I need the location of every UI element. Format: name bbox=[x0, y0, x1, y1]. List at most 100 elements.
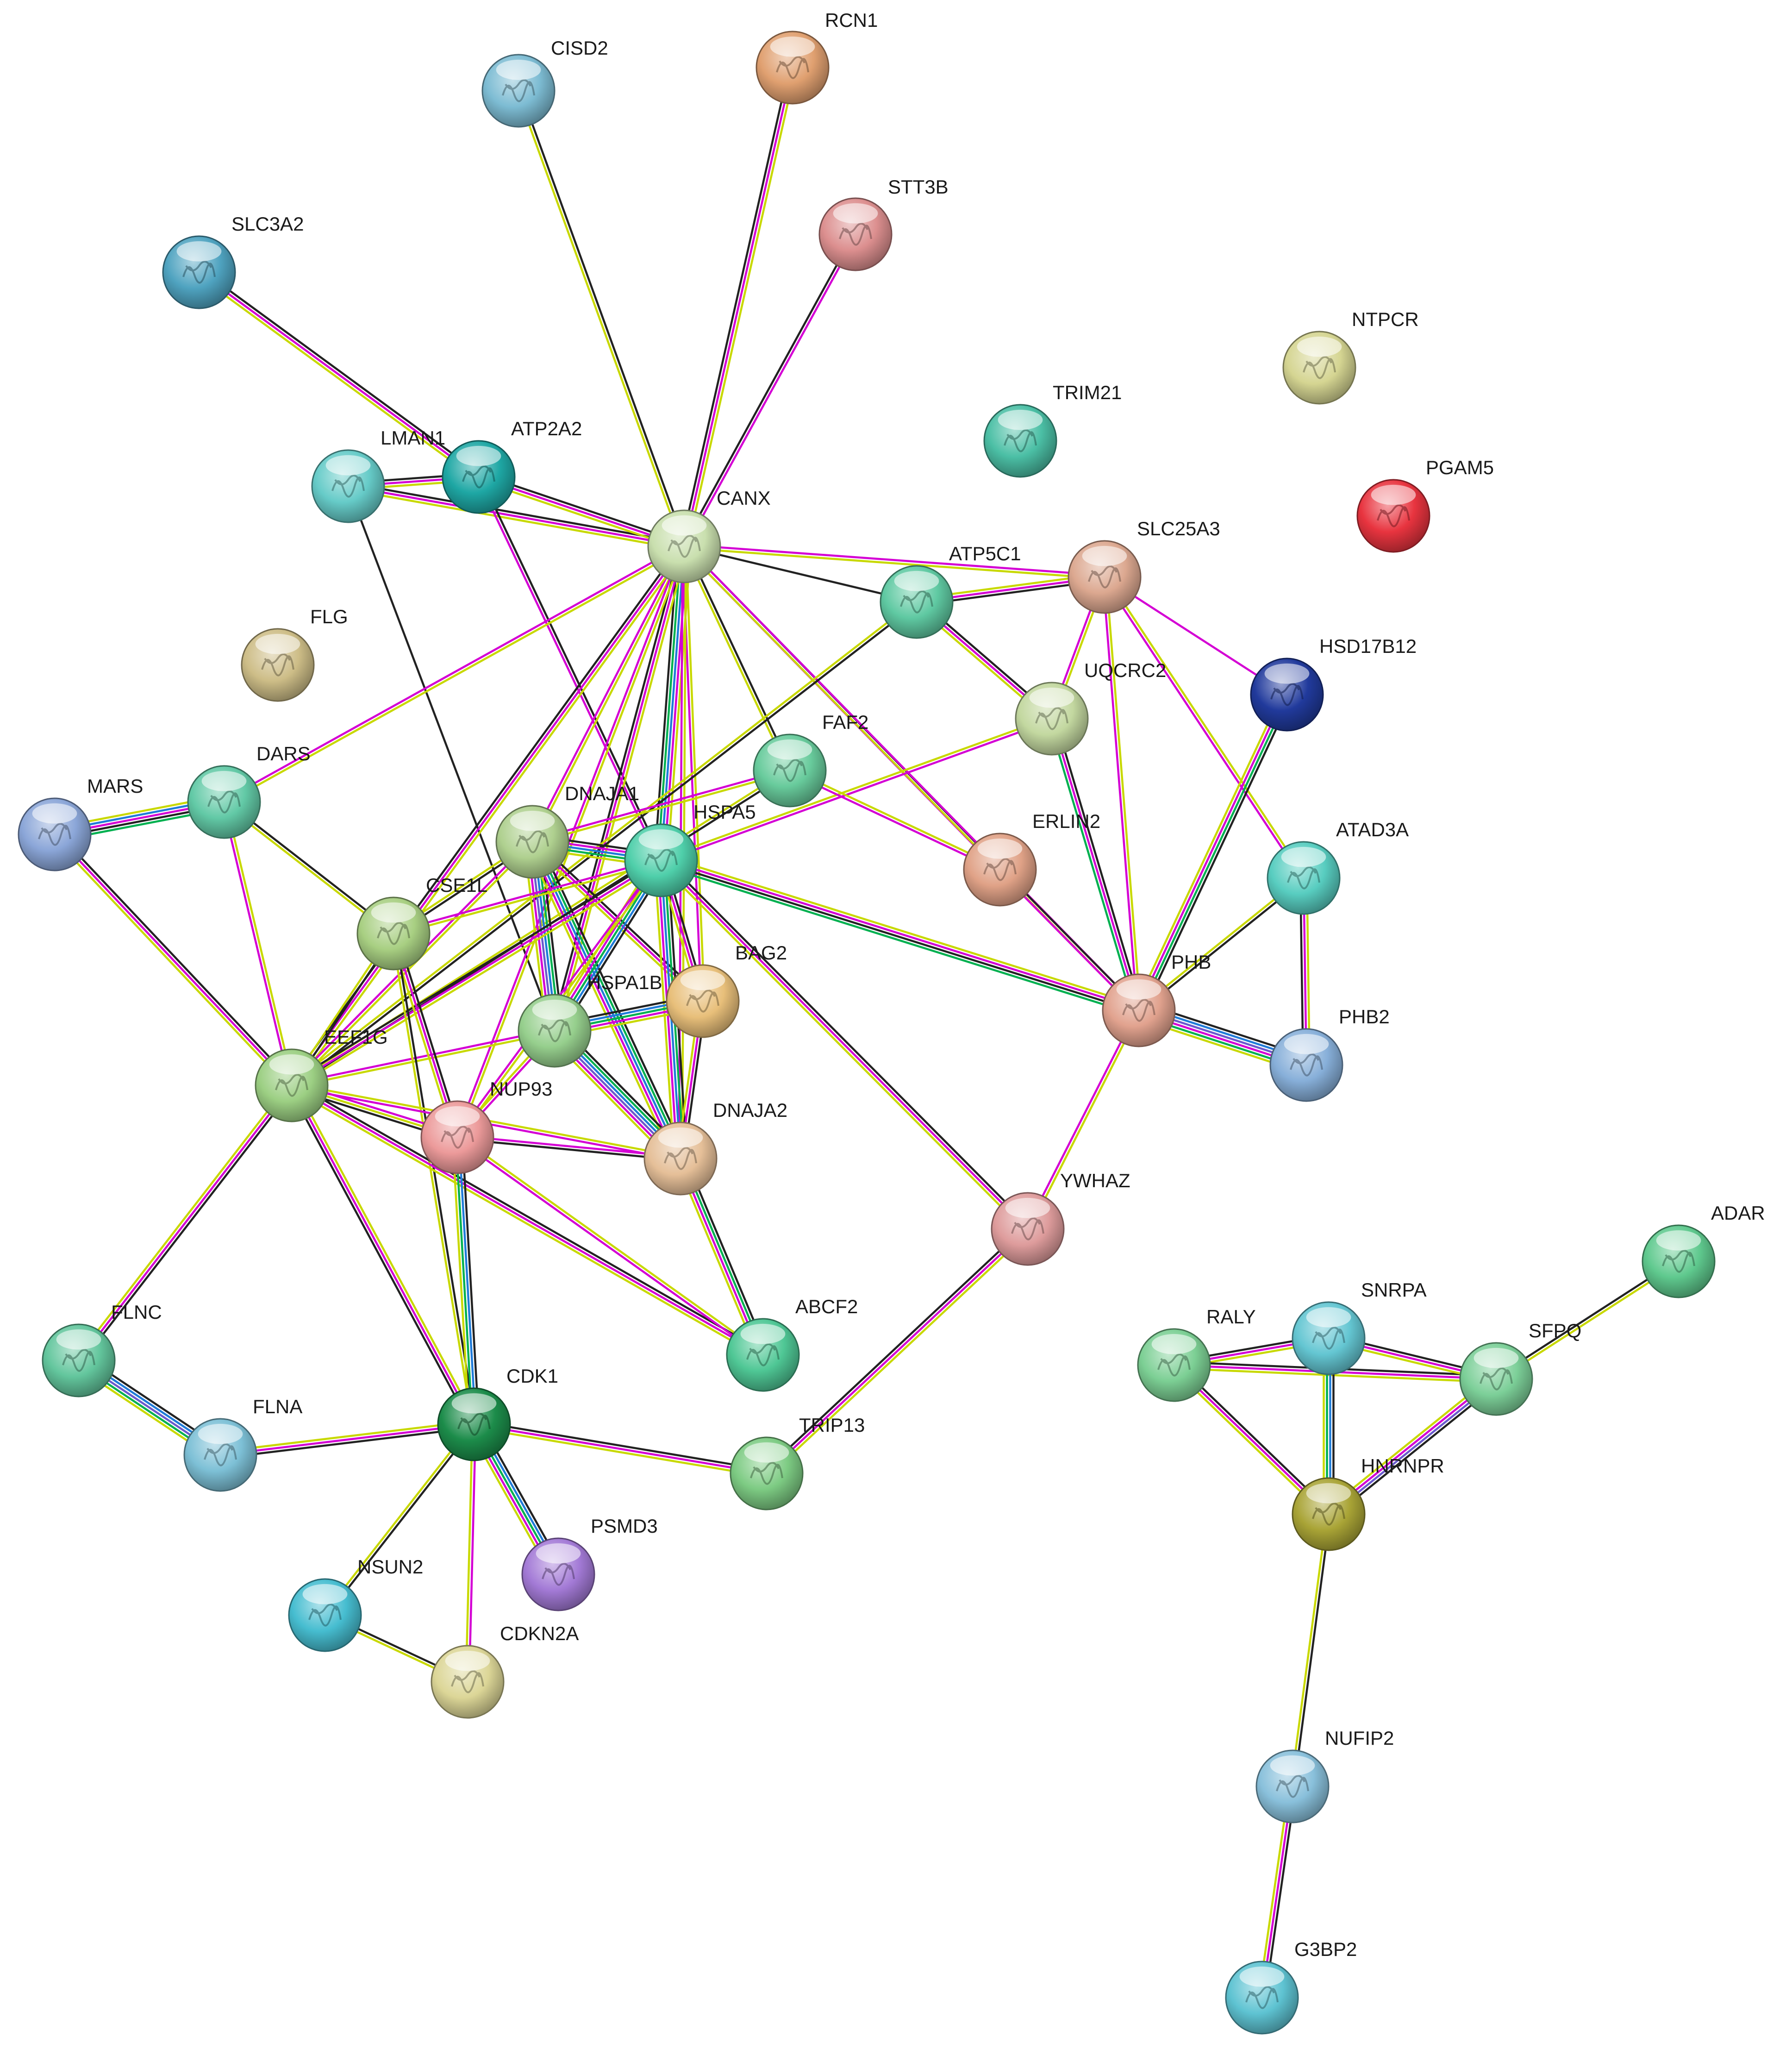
edge-strand bbox=[768, 1230, 1031, 1477]
node-hnrnpr[interactable]: HNRNPR bbox=[1292, 1455, 1444, 1551]
node-lman1[interactable]: LMAN1 bbox=[311, 427, 445, 523]
node-sfpq[interactable]: SFPQ bbox=[1459, 1320, 1581, 1416]
node-phb2[interactable]: PHB2 bbox=[1269, 1006, 1390, 1102]
node-cdk1[interactable]: CDK1 bbox=[437, 1365, 558, 1461]
node-atp5c1[interactable]: ATP5C1 bbox=[880, 543, 1021, 639]
node-abcf2[interactable]: ABCF2 bbox=[726, 1296, 858, 1392]
node-snrpa[interactable]: SNRPA bbox=[1292, 1279, 1427, 1375]
edge-strand bbox=[455, 1137, 763, 1358]
node-g3bp2[interactable]: G3BP2 bbox=[1225, 1938, 1357, 2035]
node-erlin2[interactable]: ERLIN2 bbox=[963, 810, 1100, 907]
node-mars[interactable]: MARS bbox=[18, 775, 143, 871]
sphere-highlight bbox=[894, 570, 939, 591]
node-label: NUP93 bbox=[490, 1078, 552, 1100]
node-cdkn2a[interactable]: CDKN2A bbox=[431, 1623, 579, 1719]
protein-structure-icon bbox=[462, 465, 495, 489]
sphere-highlight bbox=[255, 633, 300, 654]
sphere-highlight bbox=[1306, 1307, 1351, 1328]
node-pgam5[interactable]: PGAM5 bbox=[1356, 457, 1494, 553]
sphere-highlight bbox=[1371, 484, 1416, 505]
node-uqcrc2[interactable]: UQCRC2 bbox=[1015, 659, 1166, 756]
edge-HSPA5-CSE1L bbox=[392, 858, 663, 936]
node-label: NUFIP2 bbox=[1325, 1727, 1394, 1749]
edge-strand bbox=[683, 545, 918, 603]
sphere-highlight bbox=[32, 803, 77, 824]
node-trip13[interactable]: TRIP13 bbox=[730, 1414, 865, 1510]
edge-strand bbox=[293, 1083, 478, 1424]
node-adar[interactable]: ADAR bbox=[1642, 1202, 1765, 1298]
node-canx[interactable]: CANX bbox=[647, 487, 771, 583]
node-atp2a2[interactable]: ATP2A2 bbox=[442, 418, 582, 514]
node-flnc[interactable]: FLNC bbox=[42, 1301, 162, 1397]
protein-structure-icon bbox=[773, 759, 806, 782]
sphere-highlight bbox=[496, 59, 541, 80]
edge-strand bbox=[765, 1228, 1029, 1475]
node-slc3a2[interactable]: SLC3A2 bbox=[162, 213, 304, 309]
node-label: PSMD3 bbox=[591, 1515, 658, 1537]
node-flna[interactable]: FLNA bbox=[183, 1396, 302, 1492]
node-rcn1[interactable]: RCN1 bbox=[756, 9, 878, 105]
edge-strand bbox=[1133, 691, 1284, 1009]
node-hsd17b12[interactable]: HSD17B12 bbox=[1250, 635, 1417, 732]
sphere-highlight bbox=[1239, 1966, 1285, 1987]
node-label: RCN1 bbox=[825, 9, 878, 31]
protein-structure-icon bbox=[516, 830, 549, 853]
node-slc25a3[interactable]: SLC25A3 bbox=[1068, 518, 1220, 614]
node-psmd3[interactable]: PSMD3 bbox=[521, 1515, 658, 1611]
node-atad3a[interactable]: ATAD3A bbox=[1267, 819, 1409, 915]
node-hspa5[interactable]: HSPA5 bbox=[624, 801, 756, 897]
edge-strand bbox=[681, 546, 790, 772]
node-label: FLG bbox=[310, 606, 348, 627]
edge-strand bbox=[293, 547, 688, 1089]
edge-strand bbox=[457, 1134, 765, 1355]
edge-strand bbox=[468, 1423, 477, 1683]
node-ntpcr[interactable]: NTPCR bbox=[1282, 308, 1419, 405]
protein-structure-icon bbox=[457, 1413, 491, 1436]
node-cse1l[interactable]: CSE1L bbox=[356, 874, 487, 971]
edge-HSD17B12-PHB bbox=[1133, 691, 1292, 1014]
node-cisd2[interactable]: CISD2 bbox=[481, 37, 608, 128]
protein-structure-icon bbox=[746, 1343, 780, 1366]
sphere-highlight bbox=[680, 970, 725, 990]
edge-strand bbox=[219, 1420, 475, 1453]
node-label: HNRNPR bbox=[1361, 1455, 1444, 1477]
node-phb[interactable]: PHB bbox=[1102, 951, 1211, 1047]
sphere-highlight bbox=[658, 1127, 703, 1148]
node-label: UQCRC2 bbox=[1084, 659, 1166, 681]
node-raly[interactable]: RALY bbox=[1137, 1306, 1256, 1402]
edge-strand bbox=[1050, 717, 1140, 1012]
sphere-highlight bbox=[451, 1393, 497, 1414]
node-ywhaz[interactable]: YWHAZ bbox=[991, 1170, 1130, 1266]
edge-strand bbox=[290, 545, 686, 1087]
node-stt3b[interactable]: STT3B bbox=[818, 176, 949, 271]
node-label: NTPCR bbox=[1352, 308, 1419, 330]
node-dars[interactable]: DARS bbox=[187, 743, 311, 839]
protein-structure-icon bbox=[1270, 683, 1304, 706]
node-nsun2[interactable]: NSUN2 bbox=[288, 1556, 423, 1652]
edge-ATP2A2-HSPA5 bbox=[476, 475, 664, 862]
node-dnaja2[interactable]: DNAJA2 bbox=[643, 1099, 787, 1196]
node-label: HSD17B12 bbox=[1319, 635, 1417, 657]
node-hspa1b[interactable]: HSPA1B bbox=[518, 971, 662, 1068]
node-nup93[interactable]: NUP93 bbox=[420, 1078, 552, 1174]
edge-EEF1G-ABCF2 bbox=[289, 1081, 766, 1359]
node-trim21[interactable]: TRIM21 bbox=[983, 382, 1122, 478]
edge-strand bbox=[1102, 576, 1304, 880]
node-flg[interactable]: FLG bbox=[241, 606, 348, 702]
node-label: ATP2A2 bbox=[511, 418, 582, 439]
node-eef1g[interactable]: EEF1G bbox=[255, 1026, 388, 1122]
edge-STT3B-CANX bbox=[681, 232, 858, 548]
edge-strand bbox=[200, 269, 482, 476]
node-label: LMAN1 bbox=[381, 427, 445, 449]
protein-structure-icon bbox=[261, 653, 294, 677]
node-dnaja1[interactable]: DNAJA1 bbox=[495, 783, 639, 879]
node-bag2[interactable]: BAG2 bbox=[666, 942, 787, 1038]
edge-CANX-FAF2 bbox=[681, 545, 793, 772]
node-faf2[interactable]: FAF2 bbox=[753, 711, 868, 808]
node-nufip2[interactable]: NUFIP2 bbox=[1255, 1727, 1394, 1823]
node-label: HSPA1B bbox=[587, 971, 662, 993]
edge-UQCRC2-HSPA5 bbox=[659, 716, 1054, 863]
edge-strand bbox=[660, 859, 1029, 1230]
sphere-highlight bbox=[833, 203, 878, 224]
sphere-highlight bbox=[269, 1054, 314, 1075]
